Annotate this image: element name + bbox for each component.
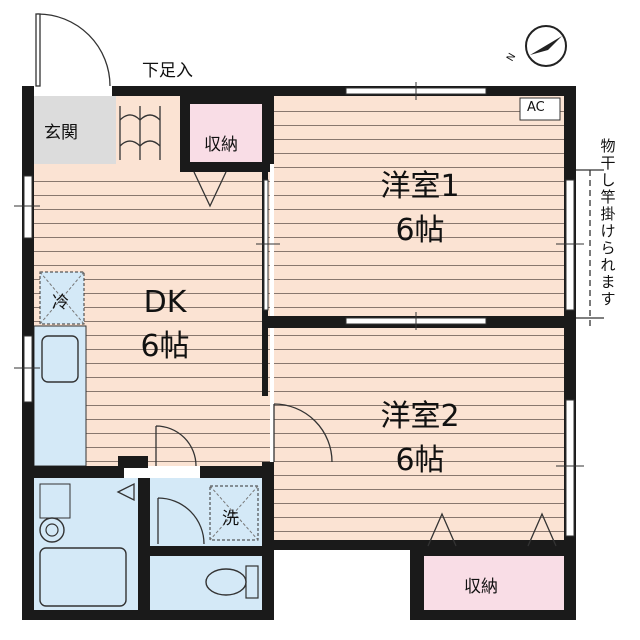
doors [35, 13, 557, 547]
room1-floor-lines [274, 100, 564, 316]
dk-name: DK [143, 285, 187, 320]
dk-size: 6帖 [140, 329, 190, 364]
room1-size: 6帖 [395, 213, 445, 248]
closet-bottom-label: 収納 [464, 577, 498, 597]
closet-top-label: 収納 [204, 135, 238, 155]
room1-name: 洋室1 [380, 169, 460, 204]
toilet-bowl [205, 568, 247, 596]
shoe-closet-label: 下足入 [142, 61, 193, 81]
room2-name: 洋室2 [380, 399, 460, 434]
bathtub [39, 547, 127, 607]
washer-label: 洗 [222, 509, 239, 529]
toilet-tank [245, 565, 259, 599]
ac-box [519, 97, 561, 121]
ac-label: AC [527, 100, 545, 115]
compass-icon [525, 25, 567, 67]
fridge-label: 冷 [52, 293, 69, 313]
genkan-area-overlay [34, 96, 116, 164]
room2-size: 6帖 [395, 443, 445, 478]
genkan-label: 玄関 [44, 123, 78, 143]
closet-top-fill [190, 104, 266, 162]
shoe-closet [116, 96, 182, 164]
room2-floor-lines [274, 330, 564, 546]
sink-basin [41, 335, 79, 383]
drying-pole-note: 物 干 し 竿 掛 け ら れ ま す [600, 137, 616, 308]
wash-basin [39, 483, 71, 519]
closet-bottom-fill [424, 556, 564, 612]
